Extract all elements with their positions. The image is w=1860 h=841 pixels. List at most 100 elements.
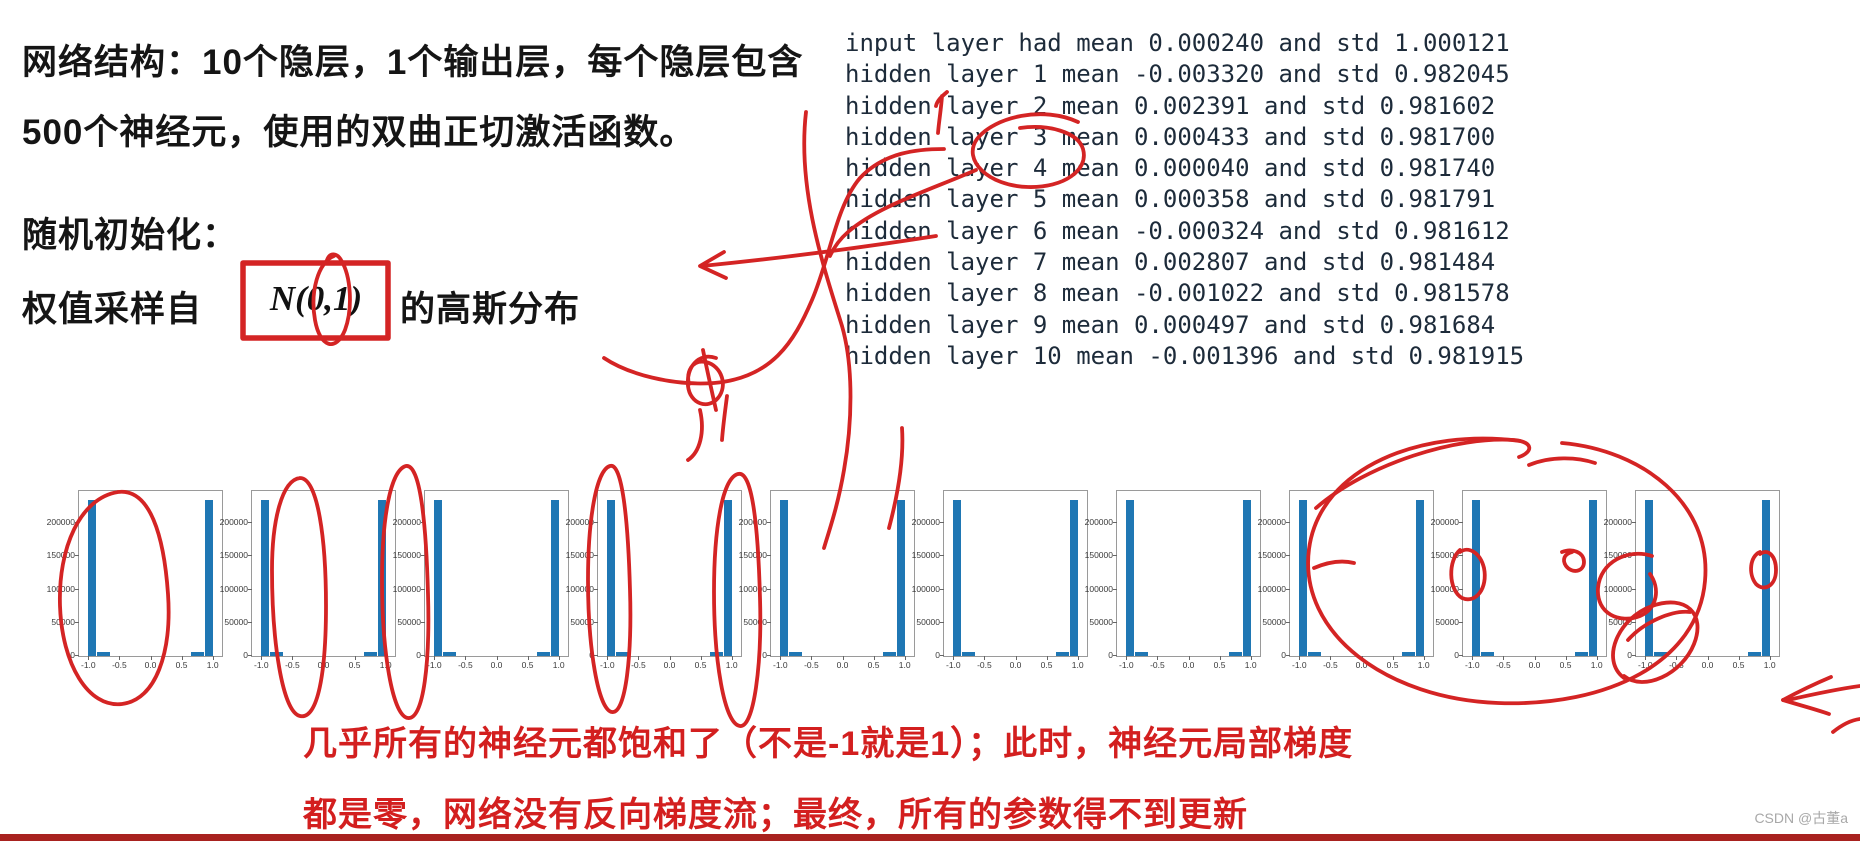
caption-line-2: 都是零，网络没有反向梯度流；最终，所有的参数得不到更新 (303, 796, 1248, 834)
x-tick-mark (984, 656, 986, 660)
y-tick-mark (940, 522, 944, 523)
x-tick-mark (700, 656, 702, 660)
x-tick-mark (323, 656, 325, 660)
y-tick-label: 200000 (1603, 517, 1632, 527)
x-tick-mark (1707, 656, 1709, 660)
hist-bar (780, 499, 788, 656)
y-tick-label: 200000 (1430, 517, 1459, 527)
y-tick-label: 200000 (1084, 517, 1113, 527)
caption-line-1: 几乎所有的神经元都饱和了（不是-1就是1）；此时，神经元局部梯度 (303, 725, 1354, 763)
y-tick-label: 0 (935, 650, 940, 660)
hist-bar (364, 652, 377, 656)
x-tick-mark (1503, 656, 1505, 660)
x-tick-label: 0.0 (317, 660, 330, 670)
x-tick-mark (212, 656, 214, 660)
x-tick-mark (558, 656, 560, 660)
x-tick-mark (88, 656, 90, 660)
x-tick-label: 0.0 (490, 660, 503, 670)
y-tick-label: 200000 (46, 517, 75, 527)
console-line: hidden layer 6 mean -0.000324 and std 0.… (845, 216, 1510, 245)
y-tick-mark (1459, 588, 1463, 590)
x-tick-mark (1392, 656, 1394, 660)
hist-bar (1654, 652, 1667, 656)
y-tick-label: 50000 (1608, 616, 1632, 627)
x-tick-label: -1.0 (1292, 660, 1307, 670)
x-tick-label: 0.5 (348, 660, 361, 670)
y-tick-label: 200000 (1257, 517, 1286, 527)
y-tick-label: 0 (243, 650, 248, 660)
y-tick-label: 0 (416, 650, 421, 660)
x-tick-mark (1126, 656, 1128, 660)
y-tick-label: 50000 (1262, 616, 1286, 627)
x-tick-label: 0.0 (663, 660, 676, 670)
hist-bar (1229, 652, 1242, 656)
hist-bar (897, 499, 905, 656)
y-tick-mark (594, 621, 598, 623)
x-tick-mark (1219, 656, 1221, 660)
y-tick-mark (421, 621, 425, 623)
y-tick-mark (248, 555, 252, 557)
console-line: hidden layer 10 mean -0.001396 and std 0… (845, 341, 1525, 370)
y-tick-mark (594, 655, 598, 656)
y-tick-label: 150000 (911, 550, 940, 561)
y-tick-mark (421, 555, 425, 557)
heading-line-4-prefix: 权值采样自 (22, 290, 203, 329)
y-tick-mark (248, 655, 252, 656)
y-tick-label: 150000 (1257, 550, 1286, 561)
y-tick-label: 50000 (1435, 616, 1459, 627)
x-tick-label: 0.0 (1355, 660, 1368, 670)
y-tick-label: 100000 (1084, 583, 1113, 594)
heading-line-3: 随机初始化： (22, 216, 239, 255)
y-tick-mark (940, 555, 944, 557)
y-tick-label: 100000 (46, 583, 75, 594)
hist-bar (551, 499, 559, 656)
y-tick-mark (1113, 588, 1117, 590)
hist-bar (434, 499, 442, 656)
hist-bar (1481, 652, 1494, 656)
hist-bar (88, 499, 96, 656)
hist-bar (1056, 652, 1069, 656)
y-tick-mark (594, 588, 598, 590)
y-tick-mark (940, 588, 944, 590)
x-tick-label: -0.5 (804, 660, 819, 670)
y-tick-mark (767, 588, 771, 590)
y-tick-label: 50000 (916, 616, 940, 627)
x-tick-mark (1188, 656, 1190, 660)
x-tick-label: -0.5 (1496, 660, 1511, 670)
x-tick-mark (1299, 656, 1301, 660)
x-tick-mark (1015, 656, 1017, 660)
x-tick-label: -0.5 (977, 660, 992, 670)
y-tick-label: 100000 (738, 583, 767, 594)
x-tick-mark (150, 656, 152, 660)
y-tick-mark (248, 588, 252, 590)
x-tick-mark (1534, 656, 1536, 660)
y-tick-label: 0 (1281, 650, 1286, 660)
x-tick-label: -1.0 (946, 660, 961, 670)
x-tick-mark (292, 656, 294, 660)
y-tick-mark (421, 655, 425, 656)
hist-bar (1126, 499, 1134, 656)
x-tick-label: -0.5 (112, 660, 127, 670)
bottom-red-bar (0, 834, 1860, 841)
y-tick-mark (1632, 555, 1636, 557)
x-tick-label: -0.5 (458, 660, 473, 670)
y-tick-mark (1459, 655, 1463, 656)
y-tick-mark (1632, 655, 1636, 656)
x-tick-mark (1769, 656, 1771, 660)
x-tick-label: -1.0 (773, 660, 788, 670)
x-tick-label: 1.0 (1590, 660, 1603, 670)
x-tick-label: -0.5 (1150, 660, 1165, 670)
x-tick-label: 0.5 (1559, 660, 1572, 670)
x-tick-label: 0.5 (1040, 660, 1053, 670)
gaussian-formula: N(0,1) (269, 279, 363, 318)
x-tick-mark (434, 656, 436, 660)
x-tick-mark (527, 656, 529, 660)
